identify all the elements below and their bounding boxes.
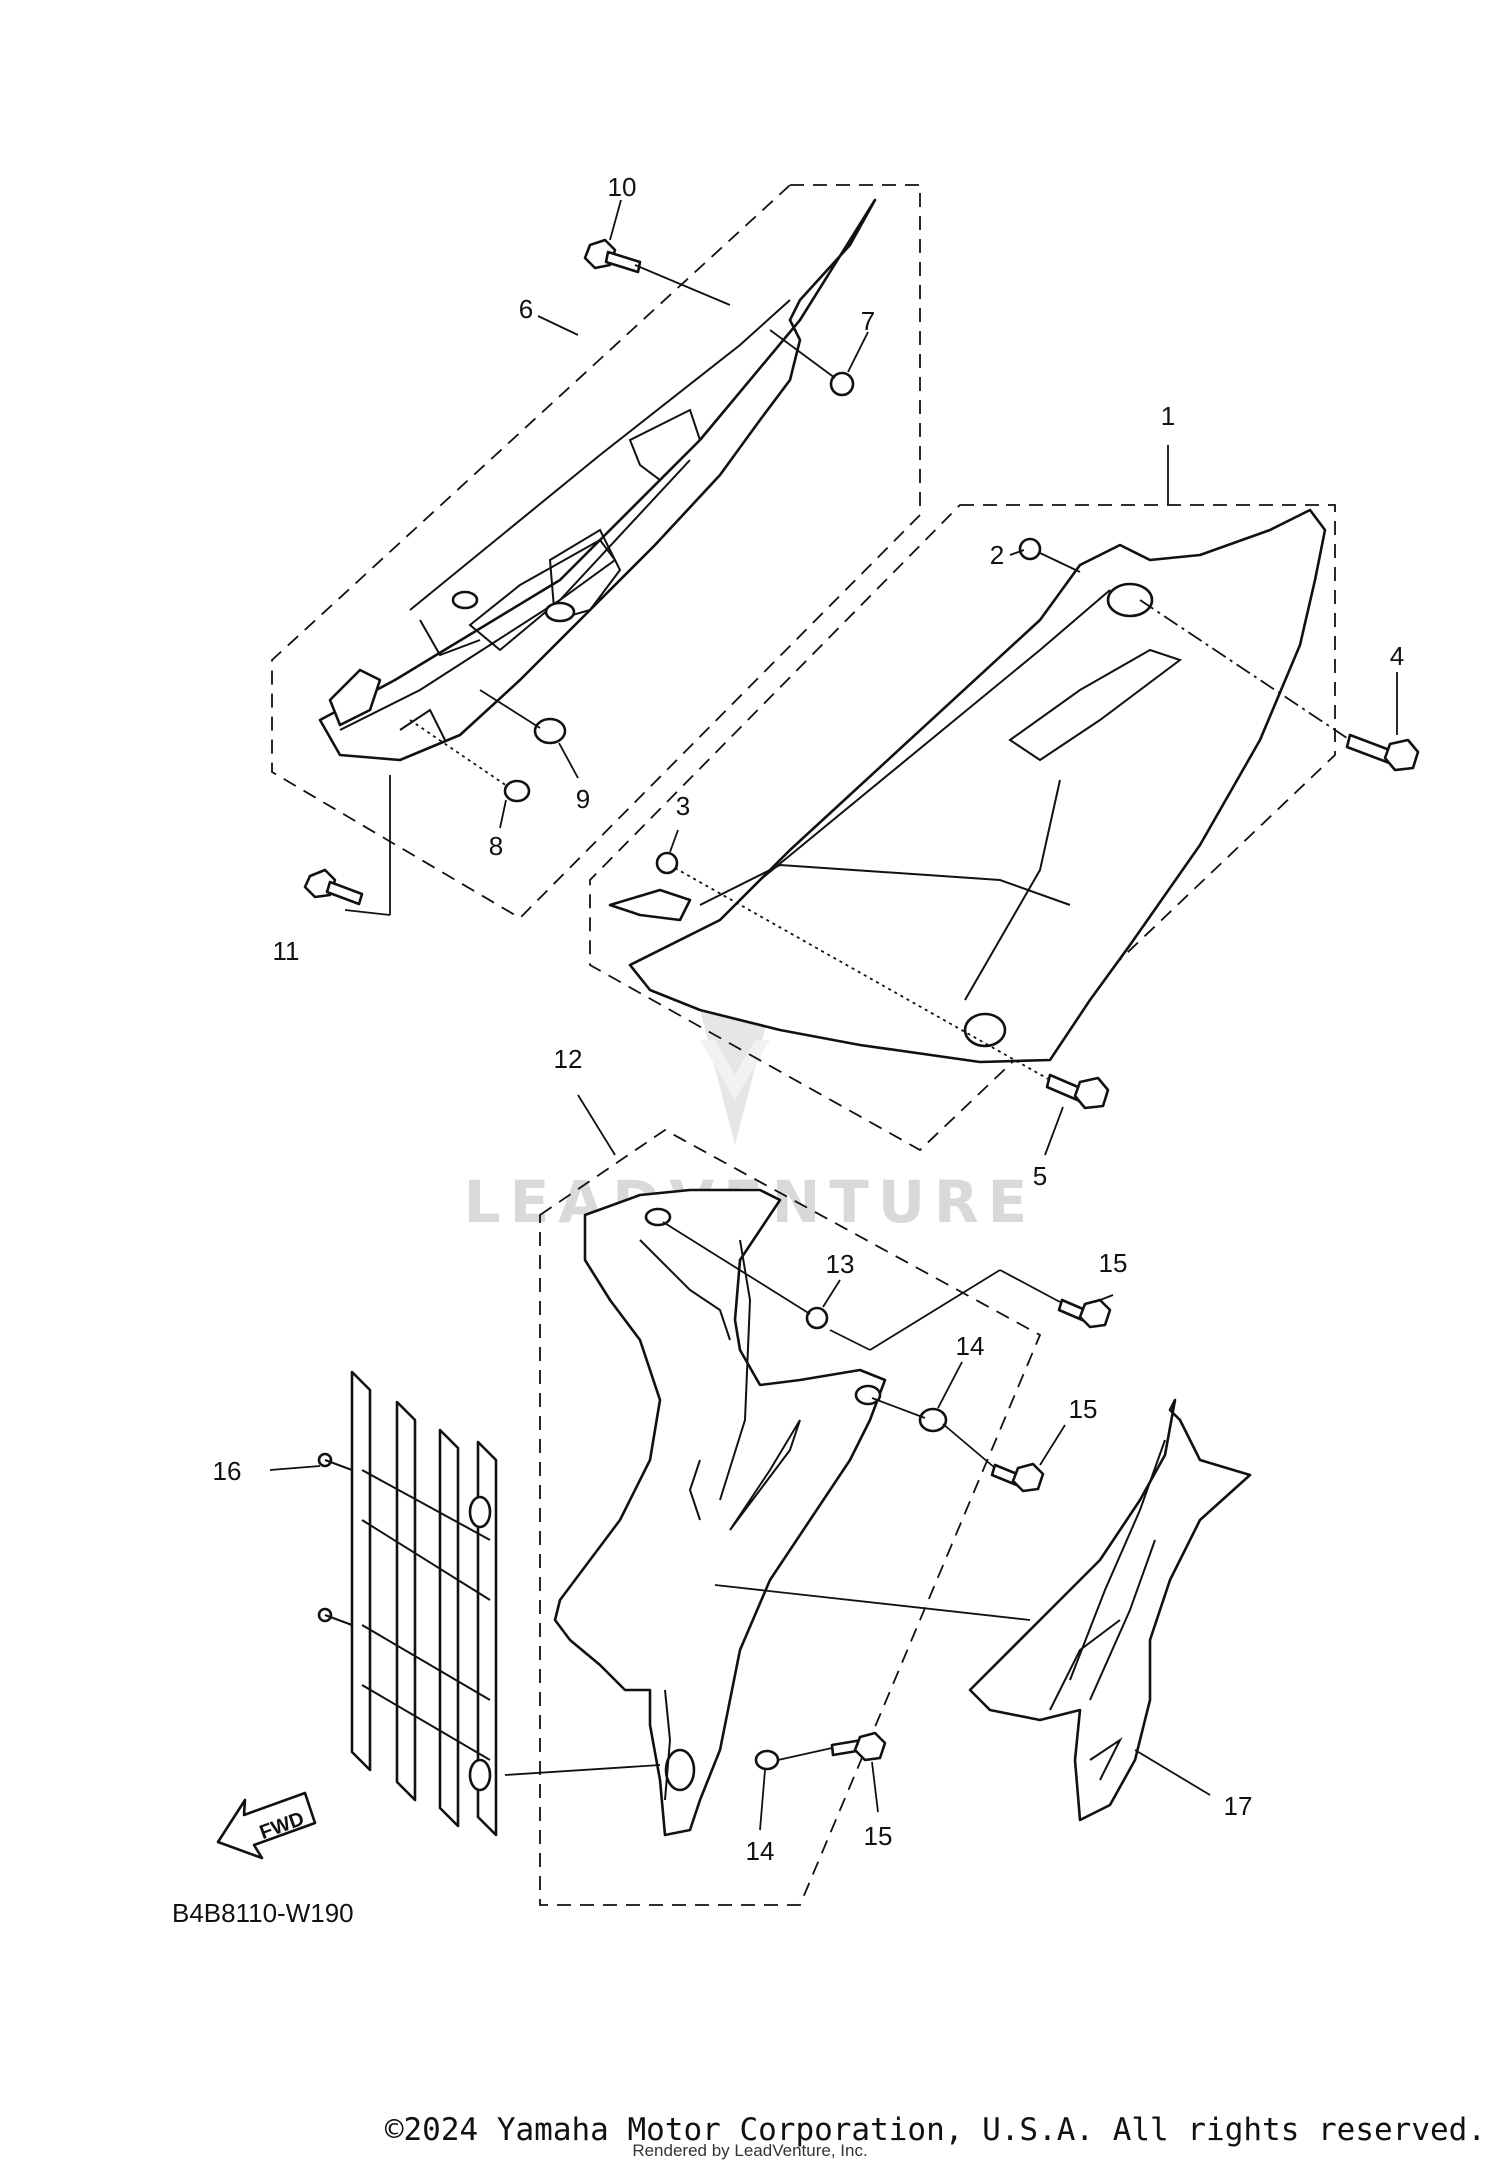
bolt-part-10-icon	[583, 238, 642, 274]
bolt-part-4-icon	[1345, 733, 1420, 772]
grommet-part-3-icon	[655, 851, 679, 875]
callout-10: 10	[608, 172, 637, 202]
callout-11: 11	[273, 936, 300, 966]
group-outline-1	[589, 504, 1336, 1152]
bolt-part-5-icon	[1045, 1073, 1110, 1110]
grommet-part-13-icon	[805, 1306, 829, 1330]
callout-12: 12	[554, 1044, 583, 1074]
side-cover-part-6	[318, 198, 877, 762]
callout-3: 3	[676, 791, 690, 821]
callout-2: 2	[990, 540, 1004, 570]
watermark-logo-inner	[700, 1040, 770, 1100]
bolt-part-15a-icon	[1057, 1298, 1112, 1329]
side-cover-part-1	[608, 508, 1327, 1064]
grommet-part-2-icon	[1018, 537, 1042, 561]
callout-14b: 14	[746, 1836, 775, 1866]
assembly-lines	[409, 264, 1351, 1776]
callout-7: 7	[861, 306, 875, 336]
washer-part-8-icon	[503, 779, 531, 803]
collar-part-14b-icon	[754, 1749, 780, 1771]
bolt-part-15c-icon	[830, 1731, 887, 1762]
callout-17: 17	[1224, 1791, 1253, 1821]
callout-15b: 15	[1069, 1394, 1098, 1424]
radiator-guard-part-16	[317, 1370, 498, 1837]
group-outline-12	[539, 1128, 1042, 1906]
hardware	[303, 238, 1420, 1771]
decal-part-17	[968, 1398, 1252, 1822]
copyright-notice: ©2024 Yamaha Motor Corporation, U.S.A. A…	[384, 2112, 1486, 2148]
grommet-part-9-icon	[533, 717, 567, 745]
callout-16: 16	[213, 1456, 242, 1486]
diagram-code: B4B8110-W190	[172, 1898, 354, 1928]
callout-15a: 15	[1099, 1248, 1128, 1278]
collar-part-14a-icon	[918, 1407, 948, 1433]
callout-15c: 15	[864, 1821, 893, 1851]
callout-8: 8	[489, 831, 503, 861]
bolt-part-11-icon	[303, 868, 364, 906]
group-outline-6	[271, 184, 921, 920]
callout-9: 9	[576, 784, 590, 814]
callout-1: 1	[1161, 401, 1175, 431]
callout-5: 5	[1033, 1161, 1047, 1191]
shroud-part-12	[553, 1188, 887, 1837]
callout-13: 13	[826, 1249, 855, 1279]
leader-lines	[269, 199, 1398, 1831]
callout-4: 4	[1390, 641, 1404, 671]
washer-part-7-icon	[829, 371, 855, 397]
fwd-arrow-icon: FWD	[216, 1791, 317, 1860]
bolt-part-15b-icon	[990, 1462, 1045, 1493]
callout-labels: 1 2 3 4 5 6 7 8 9 10 11 12 13 14 14 15 1…	[213, 172, 1405, 1866]
rendered-by-credit: Rendered by LeadVenture, Inc.	[632, 2141, 868, 2160]
callout-14a: 14	[956, 1331, 985, 1361]
callout-6: 6	[519, 294, 533, 324]
